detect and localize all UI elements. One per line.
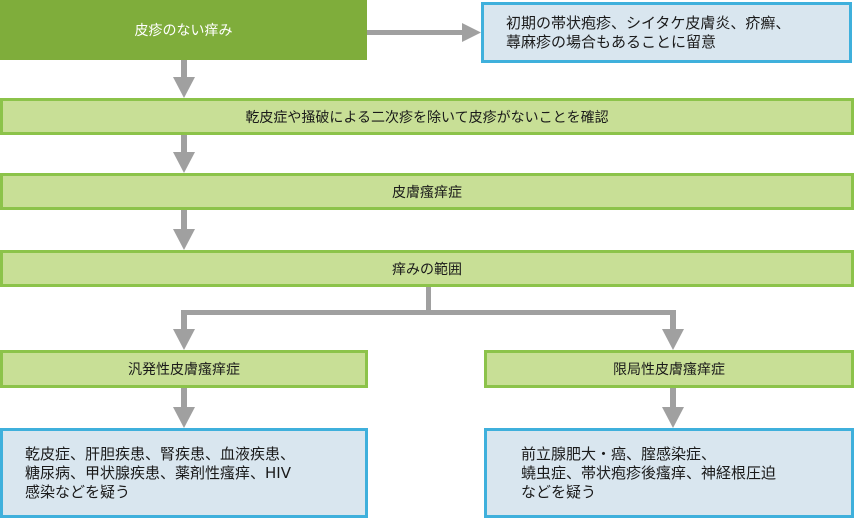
- branch-generalized-label: 汎発性皮膚瘙痒症: [128, 362, 240, 378]
- step-range-label: 痒みの範囲: [392, 261, 462, 278]
- start-node: 皮疹のない痒み: [0, 0, 367, 60]
- step-confirm: 乾皮症や掻破による二次疹を除いて皮疹がないことを確認: [0, 98, 854, 135]
- step-pruritus: 皮膚瘙痒症: [0, 173, 854, 210]
- branch-localized: 限局性皮膚瘙痒症: [484, 350, 854, 388]
- result-localized-line-1: 前立腺肥大・癌、腟感染症、: [521, 444, 717, 463]
- step-pruritus-label: 皮膚瘙痒症: [392, 184, 462, 201]
- branch-localized-label: 限局性皮膚瘙痒症: [613, 362, 725, 378]
- result-generalized: 乾皮症、肝胆疾患、腎疾患、血液疾患、 糖尿病、甲状腺疾患、薬剤性瘙痒、HIV 感…: [0, 428, 368, 518]
- note-top-line-2: 蕁麻疹の場合もあることに留意: [506, 32, 717, 51]
- result-generalized-line-2: 糖尿病、甲状腺疾患、薬剤性瘙痒、HIV: [25, 463, 291, 482]
- arrowhead-right-branch: [662, 329, 684, 350]
- result-localized: 前立腺肥大・癌、腟感染症、 蟯虫症、帯状疱疹後瘙痒、神経根圧迫 などを疑う: [484, 428, 854, 518]
- arrowhead-left-branch: [173, 329, 195, 350]
- arrowhead-left-result: [173, 407, 195, 428]
- connector-left-result: [181, 388, 187, 408]
- connector-confirm-pruritus: [181, 135, 187, 153]
- connector-range-stem: [426, 287, 431, 314]
- note-top: 初期の帯状疱疹、シイタケ皮膚炎、疥癬、 蕁麻疹の場合もあることに留意: [481, 2, 852, 63]
- connector-left-drop: [181, 310, 187, 330]
- result-localized-line-2: 蟯虫症、帯状疱疹後瘙痒、神経根圧迫: [521, 463, 777, 482]
- connector-start-note: [367, 30, 463, 35]
- start-node-label: 皮疹のない痒み: [134, 23, 233, 39]
- arrowhead-pruritus: [173, 152, 195, 173]
- step-confirm-label: 乾皮症や掻破による二次疹を除いて皮疹がないことを確認: [245, 109, 609, 126]
- connector-pruritus-range: [181, 210, 187, 230]
- arrowhead-right-result: [662, 407, 684, 428]
- arrowhead-confirm: [173, 77, 195, 98]
- connector-right-result: [670, 388, 676, 408]
- connector-right-drop: [670, 310, 676, 330]
- branch-generalized: 汎発性皮膚瘙痒症: [0, 350, 368, 388]
- step-range: 痒みの範囲: [0, 250, 854, 287]
- connector-split-bar: [181, 310, 676, 315]
- connector-start-confirm: [181, 60, 187, 78]
- note-top-line-1: 初期の帯状疱疹、シイタケ皮膚炎、疥癬、: [506, 13, 791, 32]
- result-generalized-line-3: 感染などを疑う: [25, 482, 131, 501]
- result-generalized-line-1: 乾皮症、肝胆疾患、腎疾患、血液疾患、: [25, 444, 296, 463]
- arrowhead-note: [462, 23, 481, 42]
- result-localized-line-3: などを疑う: [521, 482, 597, 501]
- arrowhead-range: [173, 229, 195, 250]
